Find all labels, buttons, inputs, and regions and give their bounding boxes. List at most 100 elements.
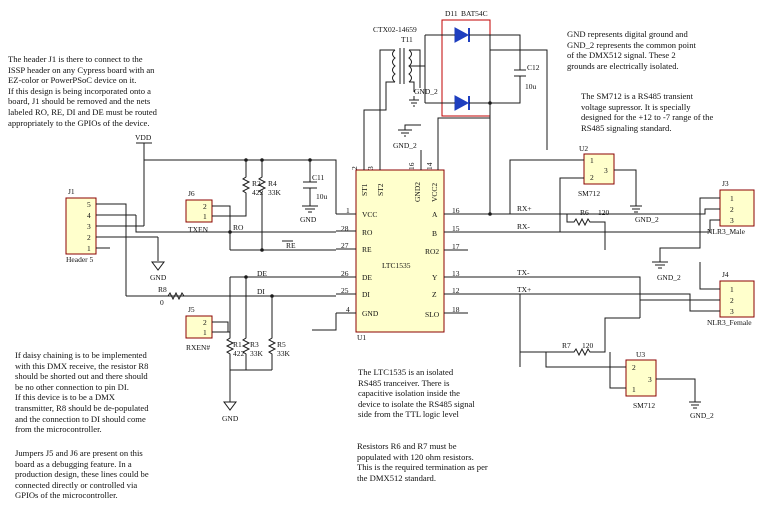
mid-gnd2-label: GND_2 — [657, 273, 681, 282]
tx-minus-label: TX- — [517, 268, 530, 277]
j6-jumper: J6 2 1 TXEN — [185, 189, 247, 250]
vdd-label: VDD — [135, 133, 152, 142]
j4-subtitle: NLR3_Female — [707, 318, 752, 327]
rs485-nets: RX+ RX- TX- TX+ — [468, 49, 650, 367]
j5-refdes: J5 — [188, 305, 195, 314]
u2-sm712: U2 1 2 3 SM712 GND_2 — [509, 144, 659, 232]
u3-pin-2: 2 — [632, 363, 636, 372]
u3-part-label: SM712 — [633, 401, 655, 410]
j5-pin-1: 1 — [203, 328, 207, 337]
u1-pinnum-2: 2 — [350, 166, 359, 170]
note-daisy-chain: If daisy chaining is to be implemented w… — [15, 350, 149, 435]
c12-capacitor: C12 10u — [514, 63, 540, 91]
u1-refdes: U1 — [357, 333, 366, 342]
u1-pin-y: Y — [432, 273, 438, 282]
u1-pin-gnd: GND — [362, 309, 379, 318]
j1-pin-4: 4 — [87, 211, 91, 220]
c12-refdes: C12 — [527, 63, 540, 72]
u1-pinnum-16-top: 16 — [407, 162, 416, 170]
u1-part-label: LTC1535 — [382, 261, 411, 270]
j5-jumper: J5 2 1 RXEN# — [185, 277, 231, 352]
j6-pin-1: 1 — [203, 212, 207, 221]
c11-gnd-label: GND — [300, 215, 317, 224]
u1-pinnum-12: 12 — [452, 286, 460, 295]
u2-gnd2-label: GND_2 — [635, 215, 659, 224]
r4-value: 33K — [268, 188, 282, 197]
j6-refdes: J6 — [188, 189, 195, 198]
u3-gnd2-label: GND_2 — [690, 411, 714, 420]
u1-ltc1535: U1 LTC1535 VCC RO RE DE DI GND 1 28 27 2… — [341, 162, 460, 342]
t11-part-label: CTX02-14659 — [373, 25, 417, 34]
u1-pin-re: RE — [362, 245, 372, 254]
r4-refdes: R4 — [268, 179, 277, 188]
d11-refdes: D11 — [445, 9, 458, 18]
u1-pin-di: DI — [362, 290, 370, 299]
t11-gnd2-label: GND_2 — [414, 87, 438, 96]
j1-pin-1: 1 — [87, 244, 91, 253]
r2-value: 422 — [252, 188, 264, 197]
c11-capacitor: C11 10u GND — [300, 160, 328, 224]
u1-pinnum-18: 18 — [452, 305, 460, 314]
r1-r3-r5-resistors: R1 422 R3 33K R5 33K GND — [222, 294, 291, 423]
j3-pin-2: 2 — [730, 205, 734, 214]
c11-refdes: C11 — [312, 173, 324, 182]
u3-sm712: U3 2 1 3 SM712 GND_2 — [545, 350, 714, 420]
u1-gnd-wire — [312, 313, 337, 331]
note-j1-header: The header J1 is there to connect to the… — [8, 54, 157, 128]
r1-gnd-label: GND — [222, 414, 239, 423]
u1-pin-gnd2: GND2 — [413, 182, 422, 202]
j1-pin-3: 3 — [87, 222, 91, 231]
u1-pin-st1: ST1 — [360, 183, 369, 196]
j1-subtitle: Header 5 — [66, 255, 94, 264]
u1-pinnum-14: 14 — [425, 162, 434, 170]
note-jumpers: Jumpers J5 and J6 are present on this bo… — [15, 448, 149, 501]
u3-pin-3: 3 — [648, 375, 652, 384]
j4-pin-1: 1 — [730, 285, 734, 294]
j1-gnd-label: GND — [150, 273, 167, 282]
txen-label: TXEN — [188, 225, 209, 234]
u1-pinnum-13: 13 — [452, 269, 460, 278]
j3-xlr-male: J3 1 2 3 NLR3_Male — [605, 179, 755, 262]
u1-pinnum-4: 4 — [346, 305, 350, 314]
u1-pin-vcc2: VCC2 — [430, 183, 439, 202]
vdd-rail: VDD — [135, 133, 337, 214]
r5-refdes: R5 — [277, 340, 286, 349]
u2-pin-2: 2 — [590, 173, 594, 182]
u1-pin-ro: RO — [362, 228, 373, 237]
gnd2-label-u1: GND_2 — [393, 141, 417, 150]
note-sm712: The SM712 is a RS485 transient voltage s… — [581, 91, 714, 133]
j3-refdes: J3 — [722, 179, 729, 188]
u2-refdes: U2 — [579, 144, 588, 153]
rx-plus-label: RX+ — [517, 204, 532, 213]
note-ground: GND represents digital ground and GND_2 … — [567, 29, 696, 71]
u1-pin-vcc: VCC — [362, 210, 377, 219]
r7-resistor: R7 120 — [520, 317, 640, 357]
net-di-label: DI — [257, 287, 265, 296]
u1-pin-a: A — [432, 210, 438, 219]
j5-pin-2: 2 — [203, 318, 207, 327]
u1-pinnum-27: 27 — [341, 241, 349, 250]
r8-resistor: R8 0 — [126, 285, 194, 307]
net-de-label: DE — [257, 269, 267, 278]
rxen-label: RXEN# — [186, 343, 210, 352]
j3-pin-3: 3 — [730, 216, 734, 225]
u1-pinnum-1: 1 — [346, 206, 350, 215]
t11-refdes: T11 — [401, 35, 413, 44]
tx-plus-label: TX+ — [517, 285, 531, 294]
u1-pin-de: DE — [362, 273, 372, 282]
j3-subtitle: NLR3_Male — [707, 227, 746, 236]
net-ro-label: RO — [233, 223, 244, 232]
j3-pin-1: 1 — [730, 194, 734, 203]
j1-header: J1 5 4 3 2 1 Header 5 GND — [65, 160, 336, 296]
net-re-label: RE — [286, 241, 296, 250]
t11-transformer: CTX02-14659 T11 GND_2 — [363, 25, 438, 150]
d11-part-label: BAT54C — [461, 9, 488, 18]
r6-value: 120 — [598, 208, 610, 217]
u1-pinnum-26: 26 — [341, 269, 349, 278]
u1-pinnum-25: 25 — [341, 286, 349, 295]
u1-pin-slo: SLO — [425, 310, 440, 319]
u1-pinnum-16: 16 — [452, 206, 460, 215]
gnd2-symbol-mid: GND_2 — [652, 261, 681, 282]
j6-pin-2: 2 — [203, 202, 207, 211]
d11-bat54c: D11 BAT54C — [424, 9, 521, 150]
